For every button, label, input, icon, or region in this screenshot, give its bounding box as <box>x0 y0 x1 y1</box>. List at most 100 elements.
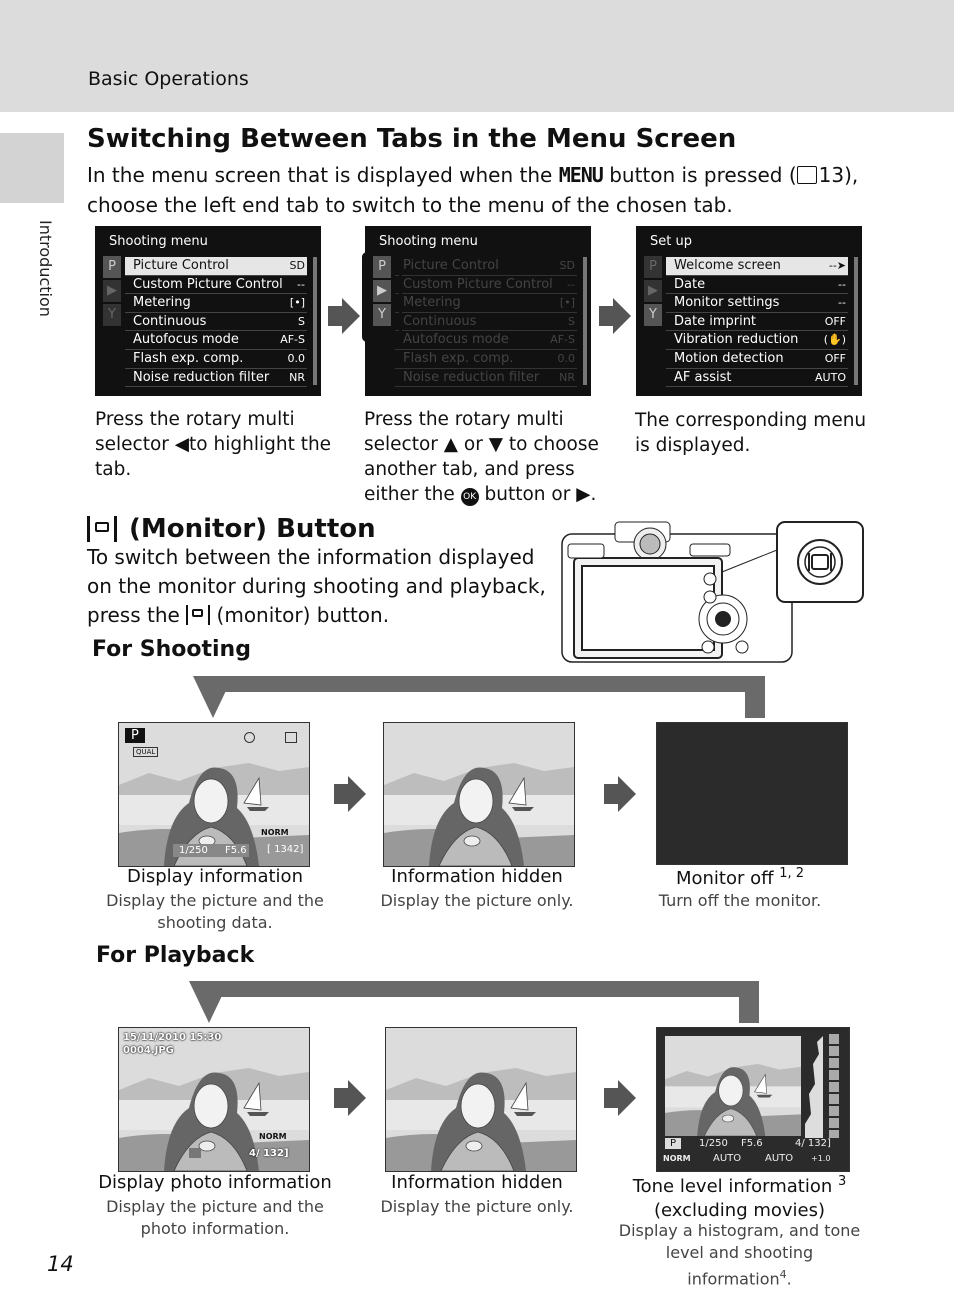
menu-tab[interactable]: P <box>373 256 391 278</box>
frames-remaining: [ 1342] <box>265 844 306 855</box>
loop-bar <box>745 676 765 718</box>
menu-item[interactable]: Monitor settings-- <box>666 294 848 313</box>
menu-title: Shooting menu <box>109 234 208 249</box>
menu-tab[interactable]: Y <box>103 304 121 326</box>
caption-line: . <box>590 484 597 505</box>
info-bar <box>173 844 249 857</box>
intro-b: button is pressed ( <box>609 163 797 187</box>
caption-line: or <box>463 434 483 455</box>
menu-item[interactable]: Metering[•] <box>395 294 577 313</box>
monitor-title-text: (Monitor) Button <box>129 514 376 544</box>
caption-line: Press the rotary multi <box>364 409 564 430</box>
menu-item[interactable]: Flash exp. comp. 0.0 <box>395 350 577 369</box>
menu-item-value: NR <box>289 370 305 384</box>
menu-item[interactable]: Date-- <box>666 276 848 295</box>
shoot-desc-2: Display the picture only. <box>380 891 574 910</box>
menu-item-label: Metering <box>133 295 191 311</box>
shoot-screen-info-hidden <box>383 722 575 867</box>
menu-item-label: Date imprint <box>674 313 757 329</box>
intro-line2: choose the left end tab to switch to the… <box>87 193 733 217</box>
caption-line: tab. <box>95 459 132 480</box>
shoot-desc-3: Turn off the monitor. <box>658 891 822 910</box>
section-header: Basic Operations <box>88 68 249 90</box>
scrollbar[interactable] <box>854 257 858 385</box>
menu-tabs: P▶Y <box>644 256 662 328</box>
shoot-label-1: Display information <box>127 866 303 887</box>
tone-scale <box>829 1034 839 1138</box>
menu-tab[interactable]: Y <box>644 304 662 326</box>
frame-counter: 4/ 132] <box>249 1148 289 1159</box>
menu-item[interactable]: Flash exp. comp.0.0 <box>125 350 307 369</box>
menu-item-value: AF-S <box>280 333 305 347</box>
shoot-label-3: Monitor off 1, 2 <box>620 866 860 889</box>
aperture: F5.6 <box>225 845 247 856</box>
menu-tab[interactable]: ▶ <box>644 280 662 302</box>
menu-item[interactable]: Noise reduction filter NR <box>125 369 307 388</box>
flash-icon <box>244 732 255 743</box>
menu-item-value: NR <box>559 370 575 384</box>
image-size-indicator: NORM <box>663 1154 691 1163</box>
menu-item-label: Flash exp. comp. <box>403 350 514 366</box>
menu-item[interactable]: Custom Picture Control-- <box>125 276 307 295</box>
menu-tab[interactable]: Y <box>373 304 391 326</box>
scrollbar[interactable] <box>583 257 587 385</box>
shutter-speed: 1/250 <box>179 845 208 856</box>
photo-scene <box>386 1028 576 1171</box>
tab-highlight-box <box>362 252 402 342</box>
menu-item-label: Continuous <box>133 313 207 329</box>
intro-ref: 13 <box>818 163 845 187</box>
play-screen-info-hidden <box>385 1027 577 1172</box>
iso-value: AUTO <box>713 1153 742 1164</box>
caption-step-1: Press the rotary multi selector ◀to high… <box>95 407 335 482</box>
mode-indicator: P <box>125 728 145 743</box>
battery-icon <box>285 732 297 743</box>
menu-item-label: Noise reduction filter <box>133 369 270 385</box>
label-text: Tone level information <box>632 1176 833 1197</box>
menu-tab[interactable]: ▶ <box>373 280 391 302</box>
menu-item[interactable]: Welcome screen--➤ <box>666 257 848 276</box>
shoot-screen-monitor-off <box>656 722 848 865</box>
loop-bar <box>739 981 759 1023</box>
menu-tab[interactable]: P <box>103 256 121 278</box>
menu-item-value: SD <box>559 259 575 272</box>
menu-item-label: Noise reduction filter <box>403 369 540 385</box>
menu-tab[interactable]: P <box>644 256 662 278</box>
menu-item[interactable]: Noise reduction filter NR <box>395 369 577 388</box>
desc-line: Display the picture and the <box>106 1197 324 1216</box>
menu-item-label: Continuous <box>403 313 477 329</box>
frame-counter: 4/ 132] <box>795 1138 831 1149</box>
down-arrow-icon: ▼ <box>488 434 503 455</box>
menu-tab[interactable]: ▶ <box>103 280 121 302</box>
menu-item[interactable]: Vibration reduction(✋) <box>666 331 848 350</box>
menu-item-value: -- <box>297 277 305 291</box>
caption-line: is displayed. <box>635 435 751 456</box>
arrow-right-icon <box>328 298 360 334</box>
menu-item-label: Autofocus mode <box>403 332 509 348</box>
menu-item[interactable]: Metering[•] <box>125 294 307 313</box>
loop-arrow-down-icon <box>189 981 229 1023</box>
desc-line: Display a histogram, and tone <box>618 1221 861 1240</box>
menu-item-value: 0.0 <box>557 351 576 365</box>
ok-button-icon: OK <box>460 488 479 506</box>
right-arrow-icon: ▶ <box>576 484 591 505</box>
menu-item[interactable]: Custom Picture Control-- <box>395 276 577 295</box>
scrollbar[interactable] <box>313 257 317 385</box>
menu-item-label: Custom Picture Control <box>403 276 553 292</box>
